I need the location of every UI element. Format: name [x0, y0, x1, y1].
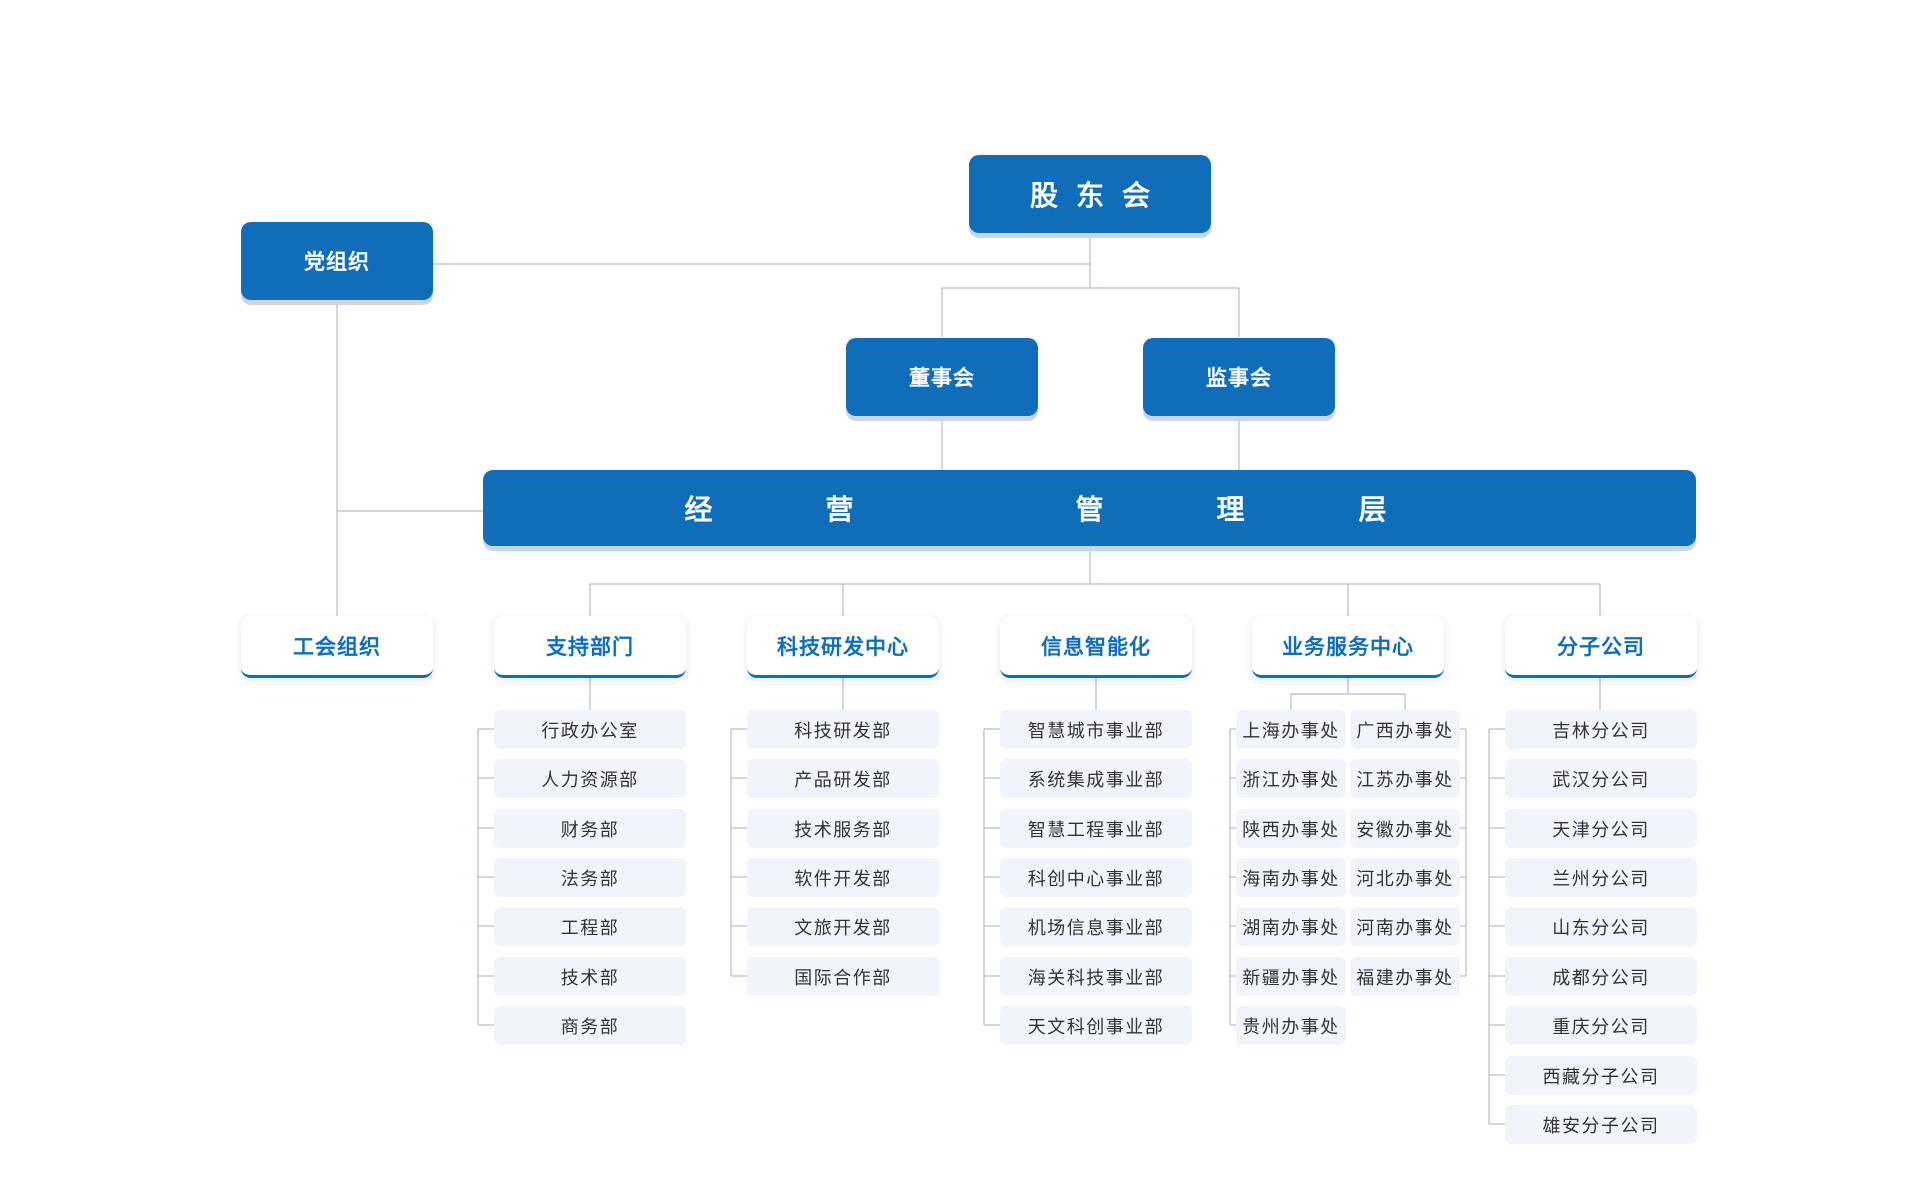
rnd-center-box: 科技研发中心: [747, 616, 939, 678]
rnd-item: 产品研发部: [747, 759, 939, 798]
service-item: 湖南办事处: [1236, 907, 1346, 946]
service-item: 海南办事处: [1236, 858, 1346, 897]
service-item: 广西办事处: [1350, 710, 1460, 749]
branch-item: 重庆分公司: [1505, 1006, 1697, 1045]
service-center-label: 业务服务中心: [1282, 634, 1414, 659]
support-dept-box: 支持部门: [494, 616, 686, 678]
support-item: 法务部: [494, 858, 686, 897]
support-item: 财务部: [494, 809, 686, 848]
branch-item: 天津分公司: [1505, 809, 1697, 848]
shareholders-label: 股东会: [1029, 179, 1168, 212]
party-box: 党组织: [241, 222, 433, 300]
intelligence-item: 海关科技事业部: [1000, 957, 1192, 996]
support-item: 工程部: [494, 907, 686, 946]
branches-label: 分子公司: [1557, 634, 1645, 659]
management-char: 理: [1216, 493, 1246, 526]
management-char: 层: [1358, 493, 1388, 526]
supervisors-label: 监事会: [1206, 366, 1272, 390]
service-item: 陕西办事处: [1236, 809, 1346, 848]
service-item: 贵州办事处: [1236, 1006, 1346, 1045]
management-char: 管: [1075, 493, 1105, 526]
branch-item: 山东分公司: [1505, 907, 1697, 946]
branch-item: 武汉分公司: [1505, 759, 1697, 798]
intelligence-item: 天文科创事业部: [1000, 1006, 1192, 1045]
service-item: 上海办事处: [1236, 710, 1346, 749]
support-item: 行政办公室: [494, 710, 686, 749]
supervisors-box: 监事会: [1143, 338, 1335, 416]
rnd-item: 技术服务部: [747, 809, 939, 848]
branch-item: 雄安分子公司: [1505, 1105, 1697, 1144]
management-char: 经: [684, 493, 714, 526]
service-center-box: 业务服务中心: [1252, 616, 1444, 678]
branches-box: 分子公司: [1505, 616, 1697, 678]
management-bar: 经 营 管 理 层: [483, 470, 1696, 546]
directors-box: 董事会: [846, 338, 1038, 416]
party-label: 党组织: [304, 250, 370, 274]
branch-item: 成都分公司: [1505, 957, 1697, 996]
intelligence-item: 智慧城市事业部: [1000, 710, 1192, 749]
intelligence-item: 系统集成事业部: [1000, 759, 1192, 798]
support-item: 人力资源部: [494, 759, 686, 798]
rnd-item: 科技研发部: [747, 710, 939, 749]
service-item: 江苏办事处: [1350, 759, 1460, 798]
rnd-item: 文旅开发部: [747, 907, 939, 946]
intelligence-item: 科创中心事业部: [1000, 858, 1192, 897]
branch-item: 兰州分公司: [1505, 858, 1697, 897]
service-item: 河北办事处: [1350, 858, 1460, 897]
rnd-center-label: 科技研发中心: [777, 634, 909, 659]
management-char: 营: [825, 493, 855, 526]
service-item: 新疆办事处: [1236, 957, 1346, 996]
support-item: 技术部: [494, 957, 686, 996]
rnd-item: 国际合作部: [747, 957, 939, 996]
intelligence-label: 信息智能化: [1041, 634, 1151, 659]
shareholders-box: 股东会: [969, 155, 1211, 233]
rnd-item: 软件开发部: [747, 858, 939, 897]
branch-item: 吉林分公司: [1505, 710, 1697, 749]
union-box: 工会组织: [241, 616, 433, 678]
service-item: 福建办事处: [1350, 957, 1460, 996]
service-item: 浙江办事处: [1236, 759, 1346, 798]
intelligence-item: 智慧工程事业部: [1000, 809, 1192, 848]
support-dept-label: 支持部门: [546, 634, 634, 659]
directors-label: 董事会: [909, 366, 975, 390]
branch-item: 西藏分子公司: [1505, 1056, 1697, 1095]
service-item: 河南办事处: [1350, 907, 1460, 946]
intelligence-box: 信息智能化: [1000, 616, 1192, 678]
intelligence-item: 机场信息事业部: [1000, 907, 1192, 946]
support-item: 商务部: [494, 1006, 686, 1045]
union-label: 工会组织: [293, 634, 381, 659]
service-item: 安徽办事处: [1350, 809, 1460, 848]
